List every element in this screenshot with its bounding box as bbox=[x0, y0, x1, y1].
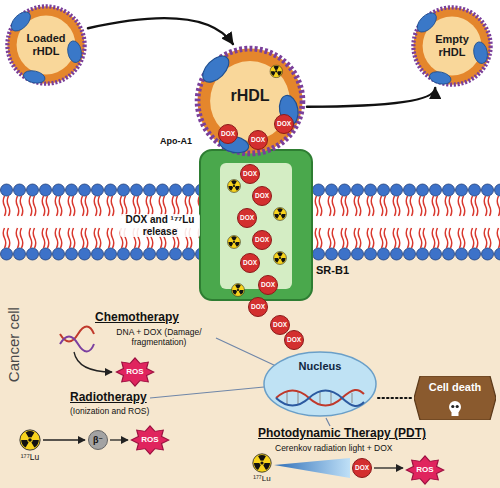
dox-molecule: DOX bbox=[218, 124, 238, 144]
lu177-symbol bbox=[253, 454, 271, 472]
lu177-symbol bbox=[274, 208, 287, 221]
node-label: Loaded rHDL bbox=[17, 32, 75, 57]
therapy-heading: Photodynamic Therapy (PDT) bbox=[258, 427, 426, 441]
isotope-label: ¹⁷⁷Lu bbox=[253, 474, 270, 483]
dna-strand bbox=[276, 390, 364, 406]
process-arrow bbox=[74, 352, 112, 372]
dox-molecule: DOX bbox=[274, 114, 294, 134]
loaded-rhdl-particle: Loaded rHDL bbox=[4, 3, 88, 87]
lu177-symbol bbox=[232, 284, 245, 297]
therapy-note: (Ionization and ROS) bbox=[70, 407, 149, 417]
sr-b1-receptor bbox=[200, 150, 312, 300]
dox-molecule: DOX bbox=[237, 208, 257, 228]
cell-label: Cancer cell bbox=[5, 307, 22, 382]
dox-molecule: DOX bbox=[240, 164, 260, 184]
apoa1-protein bbox=[198, 51, 233, 86]
apoa1-protein bbox=[472, 41, 489, 65]
lu177-symbol bbox=[228, 236, 241, 249]
release-label: DOX and ¹⁷⁷Lu release bbox=[120, 214, 200, 237]
process-arrow bbox=[110, 439, 128, 440]
ros-label: ROS bbox=[126, 367, 143, 376]
ros-label: ROS bbox=[416, 465, 433, 474]
node-label: rHDL bbox=[230, 87, 269, 105]
therapy-heading: Radiotherapy bbox=[70, 391, 147, 405]
dna-strand bbox=[276, 391, 364, 407]
lipid-shell bbox=[413, 7, 490, 84]
dna-strand bbox=[60, 337, 94, 352]
apoa1-protein bbox=[428, 70, 452, 86]
skull-eye bbox=[451, 405, 454, 408]
isotope-label: ¹⁷⁷Lu bbox=[21, 453, 39, 463]
lu177-symbol bbox=[20, 430, 40, 450]
nucleus-outline bbox=[264, 352, 376, 416]
dox-molecule: DOX bbox=[252, 230, 272, 250]
dotted-connector bbox=[378, 397, 414, 399]
empty-rhdl-particle: Empty rHDL bbox=[410, 4, 494, 88]
therapy-note: Cerenkov radiation light + DOX bbox=[275, 444, 392, 454]
ros-star bbox=[116, 358, 154, 386]
node-label: Nucleus bbox=[299, 360, 342, 373]
lipid-shell bbox=[7, 6, 84, 83]
curved-arrow bbox=[88, 18, 233, 44]
apoa1-protein bbox=[414, 9, 440, 35]
dox-molecule: DOX bbox=[248, 130, 268, 150]
ros-star bbox=[131, 426, 169, 454]
beta-particle: β⁻ bbox=[88, 430, 108, 450]
apoa1-protein bbox=[22, 69, 46, 85]
dna-strand bbox=[60, 327, 94, 342]
therapy-note: DNA + DOX (Damage/ fragmentation) bbox=[104, 328, 214, 348]
curved-arrow bbox=[307, 88, 435, 107]
process-arrow bbox=[374, 467, 403, 468]
cell-death-plate bbox=[414, 376, 496, 420]
ros-label: ROS bbox=[141, 435, 158, 444]
dox-molecule: DOX bbox=[352, 458, 372, 478]
ros-star bbox=[406, 456, 444, 484]
skull-eye bbox=[456, 405, 459, 408]
apoa1-protein bbox=[8, 8, 34, 34]
cell-death-box: Cell death bbox=[414, 376, 496, 420]
lu177-symbol bbox=[274, 252, 287, 265]
lipid-shell bbox=[198, 49, 303, 154]
process-arrow bbox=[43, 439, 85, 440]
dox-molecule: DOX bbox=[240, 253, 260, 273]
dox-molecule: DOX bbox=[252, 186, 272, 206]
receptor-label: SR-B1 bbox=[316, 264, 349, 277]
dox-molecule: DOX bbox=[248, 297, 268, 317]
cerenkov-light-cone bbox=[274, 458, 350, 478]
dox-molecule: DOX bbox=[284, 330, 304, 350]
dox-molecule: DOX bbox=[258, 275, 278, 295]
lu177-symbol bbox=[228, 180, 241, 193]
node-label: Empty rHDL bbox=[423, 33, 481, 58]
receptor-channel bbox=[220, 163, 292, 289]
therapy-heading: Chemotherapy bbox=[95, 311, 179, 325]
protein-label: Apo-A1 bbox=[158, 136, 194, 146]
apoa1-protein bbox=[66, 40, 83, 64]
skull-jaw bbox=[452, 410, 459, 416]
nucleus-ellipse: Nucleus bbox=[262, 350, 378, 418]
lu177-symbol bbox=[270, 65, 283, 78]
node-label: Cell death bbox=[429, 381, 482, 394]
